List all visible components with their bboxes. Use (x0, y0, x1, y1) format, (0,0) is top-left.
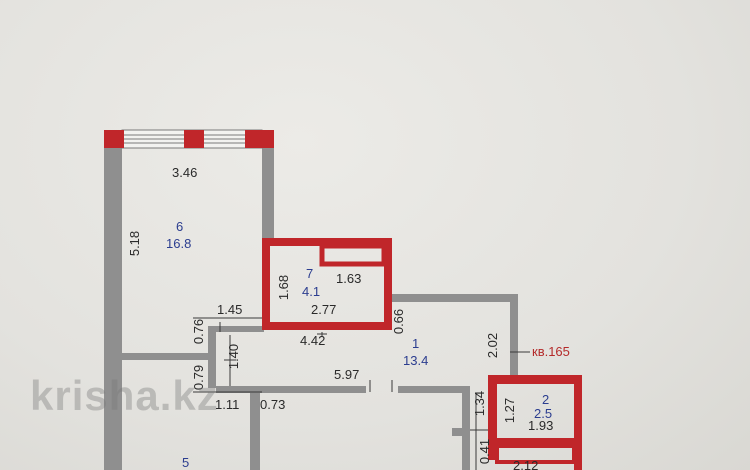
room-number: 6 (176, 219, 184, 234)
room-number: 5 (182, 455, 190, 470)
wall-corridor-left (208, 326, 216, 388)
dimension-label: 4.42 (300, 333, 326, 348)
wall-corridor-top (216, 326, 264, 332)
wall-stub (452, 428, 464, 436)
dimension-label: 1.40 (226, 343, 242, 370)
dimension-label: 1.45 (217, 302, 243, 317)
dimension-label: 0.41 (477, 438, 493, 465)
dimension-label: 1.63 (336, 271, 362, 286)
dimension-label: 2.77 (311, 302, 337, 317)
wall-corridor-bottom (216, 386, 366, 393)
room-area: 13.4 (403, 353, 429, 368)
dimension-label: 1.68 (276, 274, 292, 301)
room-area: 4.1 (302, 284, 321, 299)
wall-room6-right (262, 148, 274, 240)
dimension-label: 0.76 (191, 318, 207, 345)
wall-room1-bottom-right (462, 386, 470, 470)
dimension-label: 1.11 (215, 397, 240, 412)
dimension-label: 1.27 (502, 397, 518, 424)
wall-corridor-bottom-2 (398, 386, 470, 393)
dimension-label: 2.12 (513, 458, 539, 470)
watermark: krisha.kz (30, 372, 219, 419)
dimension-label: 0.73 (260, 397, 286, 412)
dimension-label: 2.02 (485, 332, 501, 359)
dimension-label: 5.97 (334, 367, 360, 382)
room-number: 2 (542, 392, 550, 407)
wall-room5-right (250, 393, 260, 470)
room-number: 7 (306, 266, 314, 281)
wall-6-5 (122, 353, 210, 360)
dimension-label: 3.46 (172, 165, 198, 180)
room-number: 1 (412, 336, 420, 351)
dimension-label: 5.18 (127, 230, 143, 257)
room-area: 16.8 (166, 236, 192, 251)
wall-left (104, 130, 122, 470)
window-top (104, 129, 274, 149)
dimension-markers (193, 317, 530, 470)
room-area: 2.5 (534, 406, 553, 421)
dimension-label: 1.34 (472, 390, 488, 417)
room-2-walls (488, 375, 582, 470)
dimension-label: 1.93 (528, 418, 554, 433)
apartment-label: кв.165 (532, 344, 570, 359)
dimension-label: 0.66 (391, 308, 407, 335)
wall-room1-right (510, 294, 518, 376)
wall-room1-top (392, 294, 518, 302)
room-7-walls (262, 238, 392, 330)
